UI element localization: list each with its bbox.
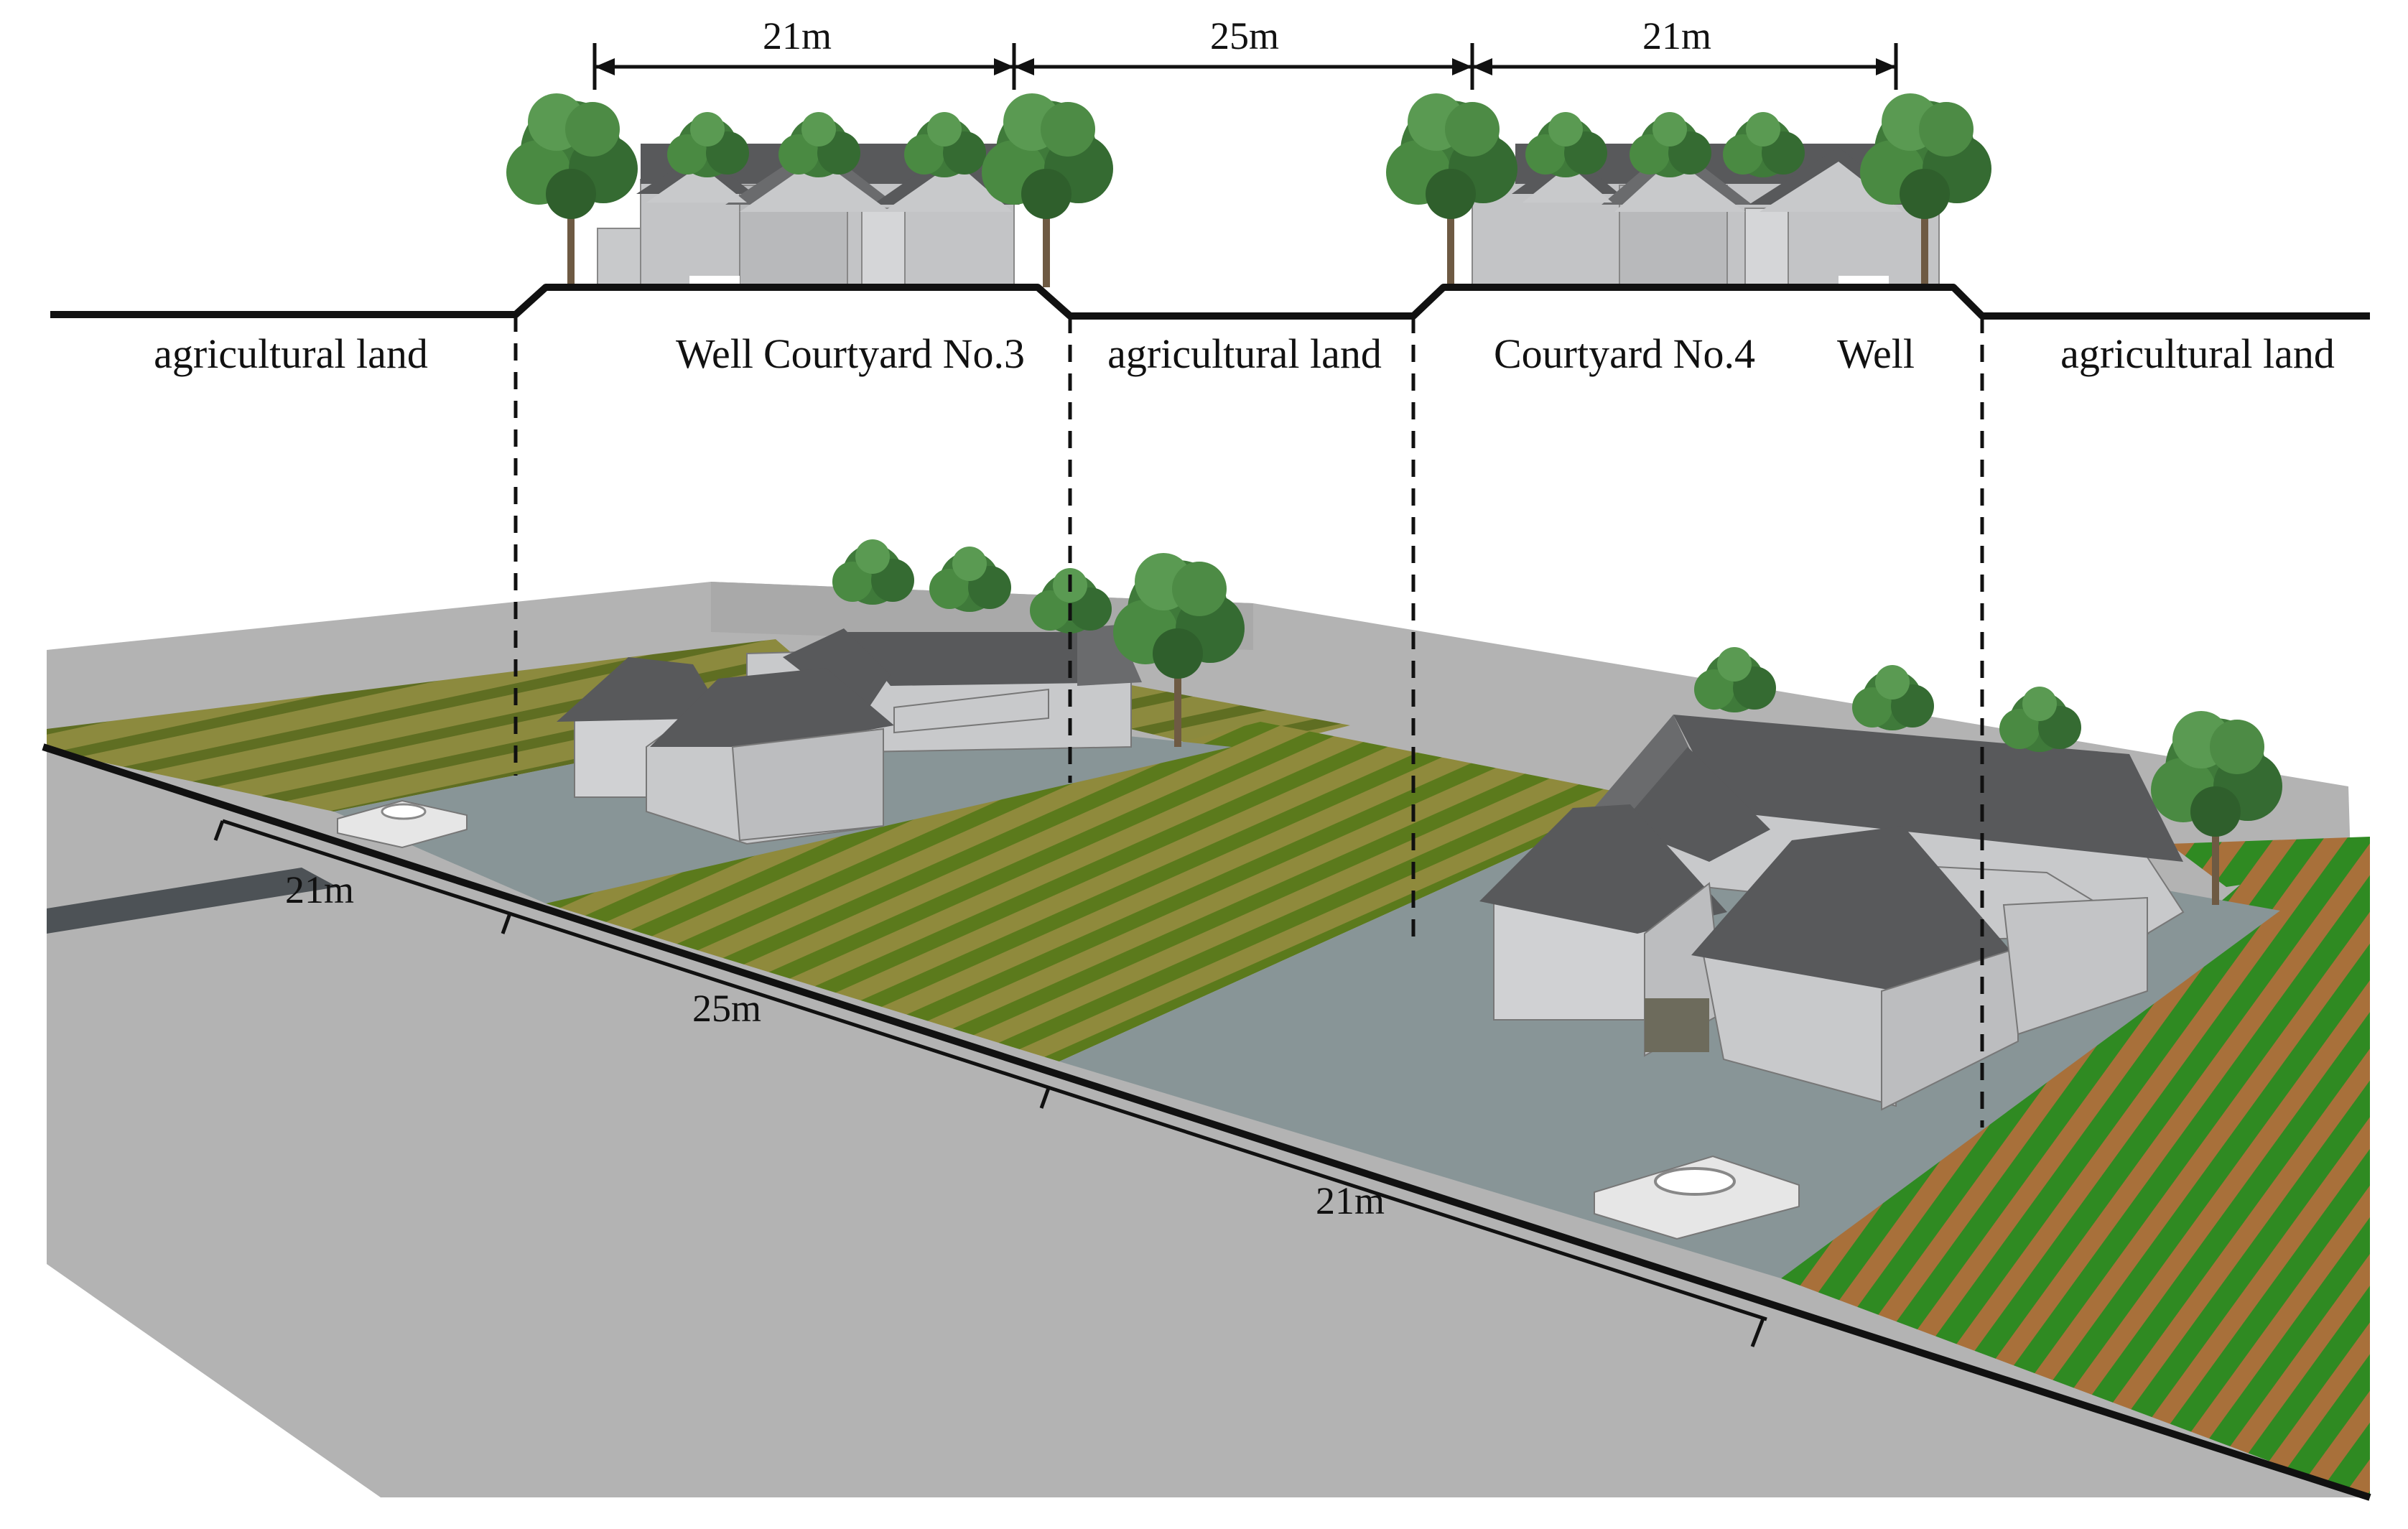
tree-icon [1694,647,1776,712]
label-well-left: Well [676,330,753,377]
label-courtyard-4: Courtyard No.4 [1494,330,1755,377]
front-edge-line [42,743,2371,1501]
courtyard-4-elevation [1472,144,1940,288]
tree-icon [778,112,860,177]
label-agricultural-land-left: agricultural land [154,330,428,377]
plan-dimension-line [213,819,1767,1347]
well-icon [337,799,468,849]
plan-dim-3: 21m [1316,1179,1385,1222]
road-strip [47,868,338,934]
courtyard-3-buildings [557,625,1142,845]
field-middle [546,722,1645,1061]
label-agricultural-land-mid: agricultural land [1107,330,1382,377]
tree-icon [1525,112,1607,177]
section-dim-1: 21m [763,14,832,57]
perspective-plan: 21m 25m 21m [42,315,2371,1501]
projection-lines [513,315,1984,1128]
plan-dim-1: 21m [285,868,354,911]
field-right [1781,847,2370,1497]
section-dim-2: 25m [1210,14,1279,57]
tree-icon [1630,112,1711,177]
section-dim-3: 21m [1642,14,1711,57]
courtyard-4-buildings [1479,715,2185,1111]
label-well-right: Well [1837,330,1915,377]
tree-icon [929,547,1011,612]
plan-dim-2: 25m [692,987,761,1030]
section-ground-line [50,284,2370,320]
tree-icon [832,539,914,605]
tree-icon [1999,687,2081,752]
tree-icon [1723,112,1805,177]
label-courtyard-3: Courtyard No.3 [763,330,1025,377]
well-icon [1594,1155,1800,1240]
section-dimension-line [592,43,1898,90]
tree-icon [904,112,986,177]
section-elevation: 21m 25m 21m [50,14,2370,377]
tree-icon [1852,665,1934,730]
label-agricultural-land-right: agricultural land [2060,330,2335,377]
tree-icon [667,112,749,177]
